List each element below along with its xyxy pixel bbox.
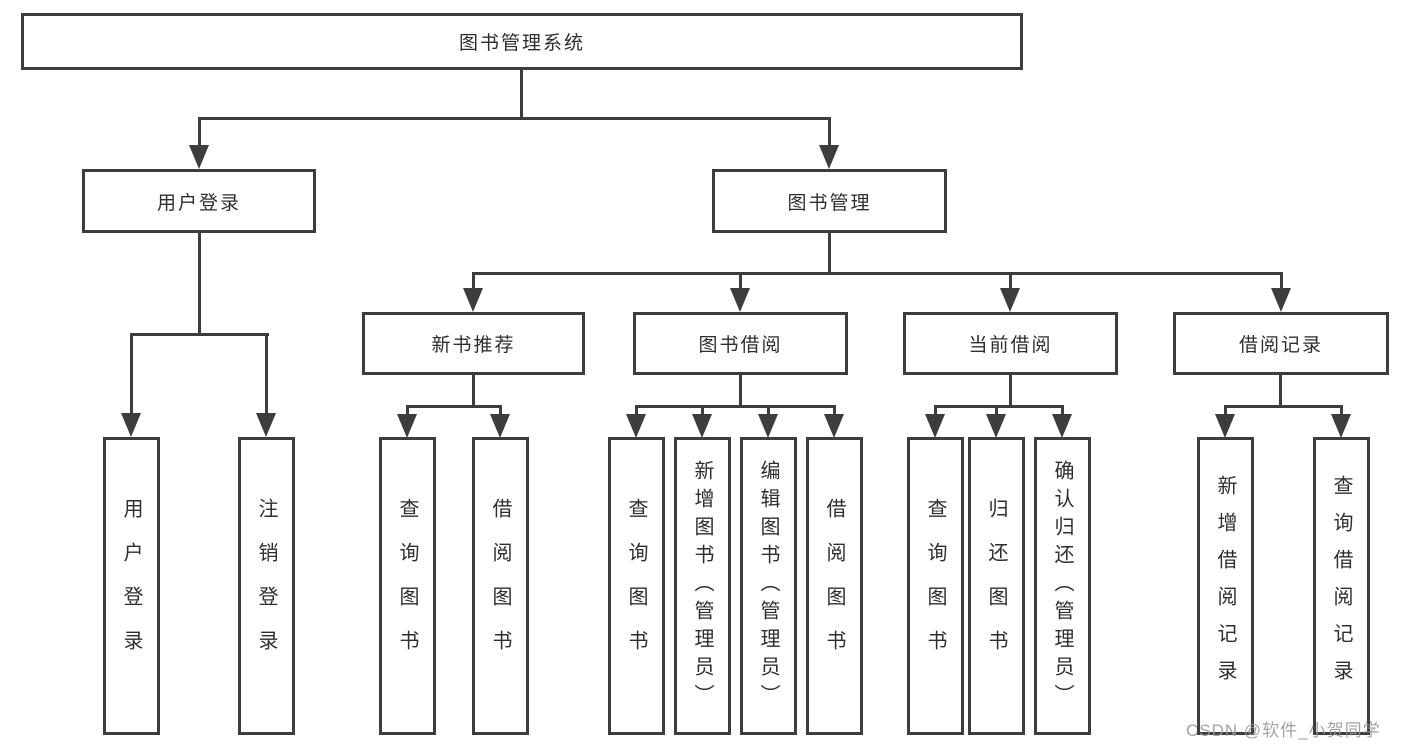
node-book-management: 图书管理 bbox=[712, 169, 947, 233]
connector-drop-current-borrowing bbox=[1009, 272, 1012, 290]
arrowhead-down-icon bbox=[121, 413, 141, 437]
arrowhead-down-icon bbox=[397, 414, 417, 438]
connector-new-book-rail bbox=[406, 405, 502, 408]
connector-drop-login-leaf bbox=[130, 333, 133, 415]
connector-current-borrowing-rail bbox=[934, 405, 1064, 408]
connector-drop bbox=[833, 405, 836, 416]
leaf-return-book: 归还图书 bbox=[968, 437, 1025, 735]
arrowhead-down-icon bbox=[1215, 414, 1235, 438]
connector-user-login-stem bbox=[198, 233, 201, 335]
connector-book-borrowing-stem bbox=[739, 375, 742, 407]
connector-new-book-stem bbox=[472, 375, 475, 407]
node-borrowing-records: 借阅记录 bbox=[1173, 312, 1389, 375]
node-book-borrowing: 图书借阅 bbox=[633, 312, 848, 375]
leaf-add-book-admin: 新增图书（管理员） bbox=[674, 437, 731, 735]
connector-drop-new-book bbox=[472, 272, 475, 290]
arrowhead-down-icon bbox=[730, 288, 750, 312]
arrowhead-down-icon bbox=[1271, 288, 1291, 312]
leaf-query-books: 查询图书 bbox=[907, 437, 964, 735]
connector-drop-book-borrowing bbox=[739, 272, 742, 290]
connector-drop-borrowing-records bbox=[1280, 272, 1283, 290]
leaf-query-books: 查询图书 bbox=[608, 437, 665, 735]
connector-book-management-stem bbox=[828, 233, 831, 274]
node-library-management-system: 图书管理系统 bbox=[21, 13, 1023, 70]
arrowhead-down-icon bbox=[925, 414, 945, 438]
arrowhead-down-icon bbox=[463, 288, 483, 312]
connector-drop bbox=[1340, 405, 1343, 416]
connector-drop bbox=[1224, 405, 1227, 416]
connector-borrowing-records-stem bbox=[1279, 375, 1282, 407]
leaf-query-borrow-record: 查询借阅记录 bbox=[1313, 437, 1370, 735]
connector-borrowing-records-rail bbox=[1224, 405, 1343, 408]
connector-root-rail bbox=[198, 117, 831, 120]
arrowhead-down-icon bbox=[1052, 414, 1072, 438]
arrowhead-down-icon bbox=[189, 145, 209, 169]
node-new-book-recommendation: 新书推荐 bbox=[362, 312, 585, 375]
arrowhead-down-icon bbox=[824, 414, 844, 438]
connector-drop bbox=[934, 405, 937, 416]
arrowhead-down-icon bbox=[256, 413, 276, 437]
leaf-add-borrow-record: 新增借阅记录 bbox=[1197, 437, 1254, 735]
connector-drop bbox=[406, 405, 409, 416]
leaf-query-books: 查询图书 bbox=[379, 437, 436, 735]
arrowhead-down-icon bbox=[692, 414, 712, 438]
connector-drop bbox=[995, 405, 998, 416]
connector-drop-user-login bbox=[198, 117, 201, 147]
watermark: CSDN @软件_小贺同学 bbox=[1186, 721, 1381, 740]
connector-current-borrowing-stem bbox=[1009, 375, 1012, 407]
connector-user-login-rail bbox=[130, 333, 269, 336]
connector-drop-book-management bbox=[828, 117, 831, 147]
connector-book-borrowing-rail bbox=[635, 405, 836, 408]
arrowhead-down-icon bbox=[986, 414, 1006, 438]
leaf-edit-book-admin: 编辑图书（管理员） bbox=[740, 437, 797, 735]
connector-drop-logout-leaf bbox=[265, 333, 268, 415]
arrowhead-down-icon bbox=[1331, 414, 1351, 438]
connector-root-stem bbox=[520, 70, 523, 118]
leaf-borrow-books: 借阅图书 bbox=[472, 437, 529, 735]
arrowhead-down-icon bbox=[819, 145, 839, 169]
node-user-login: 用户登录 bbox=[82, 169, 316, 233]
connector-drop bbox=[499, 405, 502, 416]
arrowhead-down-icon bbox=[626, 414, 646, 438]
connector-book-management-rail bbox=[472, 272, 1282, 275]
connector-drop bbox=[1061, 405, 1064, 416]
connector-drop bbox=[767, 405, 770, 416]
node-current-borrowing: 当前借阅 bbox=[903, 312, 1118, 375]
arrowhead-down-icon bbox=[490, 414, 510, 438]
arrowhead-down-icon bbox=[1000, 288, 1020, 312]
leaf-user-login: 用户登录 bbox=[103, 437, 160, 735]
arrowhead-down-icon bbox=[758, 414, 778, 438]
connector-drop bbox=[635, 405, 638, 416]
leaf-confirm-return-admin: 确认归还（管理员） bbox=[1034, 437, 1091, 735]
leaf-borrow-books: 借阅图书 bbox=[806, 437, 863, 735]
connector-drop bbox=[701, 405, 704, 416]
leaf-logout: 注销登录 bbox=[238, 437, 295, 735]
